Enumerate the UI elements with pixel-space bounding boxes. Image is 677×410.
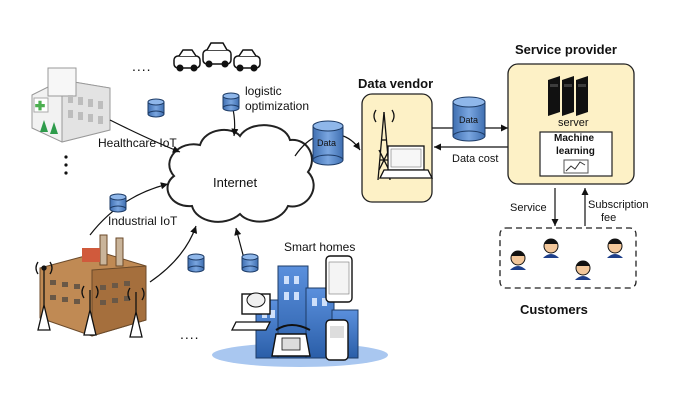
service-provider-box xyxy=(507,63,635,185)
database-icons xyxy=(109,92,486,273)
internet-cloud xyxy=(166,124,315,223)
car-icons xyxy=(173,42,261,72)
internet-label: Internet xyxy=(213,175,258,190)
fee-label: fee xyxy=(601,212,617,224)
optimization-label: optimization xyxy=(245,99,310,113)
customer-icons xyxy=(510,238,623,280)
dots-bottom: .... xyxy=(180,326,200,342)
data-cylinder-label: Data xyxy=(317,138,337,148)
service-provider-title: Service provider xyxy=(515,42,617,57)
hospital-icon xyxy=(31,67,111,143)
machine-label: Machine xyxy=(554,133,595,144)
logistic-label: logistic xyxy=(245,84,282,98)
customers-box xyxy=(499,227,637,289)
server-label: server xyxy=(558,117,589,129)
data-vendor-title: Data vendor xyxy=(358,76,434,91)
learning-label: learning xyxy=(556,146,595,157)
dots-top: .... xyxy=(132,58,152,74)
smart-homes-label: Smart homes xyxy=(284,240,356,254)
vertical-ellipsis xyxy=(64,155,68,175)
subscription-label: Subscription xyxy=(588,199,649,211)
smart-homes-scene xyxy=(212,255,388,367)
data-vendor-cylinder-label: Data xyxy=(459,115,479,125)
customers-title: Customers xyxy=(520,302,588,317)
healthcare-iot-label: Healthcare IoT xyxy=(98,136,177,150)
industrial-iot-label: Industrial IoT xyxy=(108,214,178,228)
factory-icon xyxy=(35,234,147,338)
service-label: Service xyxy=(510,202,547,214)
data-vendor-box xyxy=(361,93,434,203)
data-cost-label: Data cost xyxy=(452,153,499,165)
